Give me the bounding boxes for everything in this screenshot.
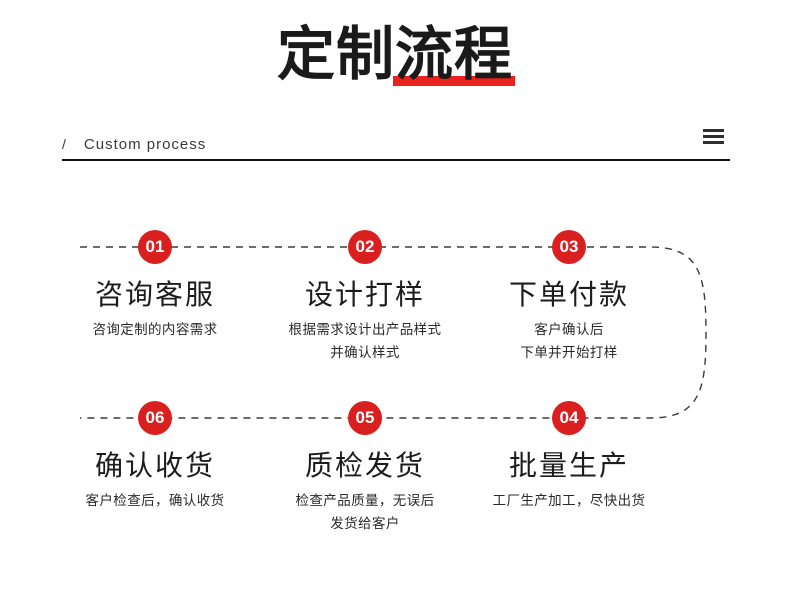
step-desc-line: 发货给客户	[330, 516, 400, 531]
step-desc-06: 客户检查后，确认收货	[50, 489, 260, 512]
step-desc-line: 根据需求设计出产品样式	[288, 322, 442, 337]
step-desc-05: 检查产品质量，无误后 发货给客户	[260, 489, 470, 535]
hamburger-bar-1	[703, 129, 724, 132]
step-title-03: 下单付款	[508, 279, 629, 310]
step-badge-05: 05	[348, 401, 382, 435]
step-item-06: 确认收货 客户检查后，确认收货	[50, 447, 260, 512]
step-desc-01: 咨询定制的内容需求	[50, 318, 260, 341]
step-item-04: 批量生产 工厂生产加工，尽快出货	[464, 447, 674, 512]
page-title-plain: 定制	[276, 22, 395, 87]
step-desc-line: 并确认样式	[330, 345, 400, 360]
step-item-01: 咨询客服 咨询定制的内容需求	[50, 276, 260, 341]
step-desc-line: 工厂生产加工，尽快出货	[492, 493, 646, 508]
step-desc-line: 下单并开始打样	[520, 345, 618, 360]
step-desc-line: 客户检查后，确认收货	[85, 493, 225, 508]
step-title-01: 咨询客服	[94, 279, 215, 310]
step-item-02: 设计打样 根据需求设计出产品样式 并确认样式	[260, 276, 470, 364]
subtitle-row: / Custom process	[62, 128, 730, 160]
step-badge-03: 03	[552, 230, 586, 264]
step-badge-01: 01	[138, 230, 172, 264]
hamburger-menu-icon[interactable]	[703, 129, 724, 144]
hamburger-bar-2	[703, 135, 724, 138]
step-title-05: 质检发货	[304, 450, 425, 481]
hamburger-bar-3	[703, 141, 724, 144]
step-title-04: 批量生产	[508, 450, 629, 481]
header-divider	[62, 159, 730, 161]
step-item-05: 质检发货 检查产品质量，无误后 发货给客户	[260, 447, 470, 535]
step-desc-02: 根据需求设计出产品样式 并确认样式	[260, 318, 470, 364]
step-badge-06: 06	[138, 401, 172, 435]
step-title-02: 设计打样	[304, 279, 425, 310]
step-desc-line: 咨询定制的内容需求	[92, 322, 218, 337]
page-title: 定制流程	[0, 20, 790, 90]
step-badge-02: 02	[348, 230, 382, 264]
step-badge-04: 04	[552, 401, 586, 435]
subtitle-slash: /	[62, 136, 66, 152]
step-title-06: 确认收货	[94, 450, 215, 481]
step-item-03: 下单付款 客户确认后 下单并开始打样	[464, 276, 674, 364]
page-title-highlighted: 流程	[392, 20, 516, 90]
step-desc-04: 工厂生产加工，尽快出货	[464, 489, 674, 512]
step-desc-line: 客户确认后	[534, 322, 604, 337]
subtitle-text: Custom process	[83, 135, 207, 153]
step-desc-03: 客户确认后 下单并开始打样	[464, 318, 674, 364]
step-desc-line: 检查产品质量，无误后	[295, 493, 435, 508]
